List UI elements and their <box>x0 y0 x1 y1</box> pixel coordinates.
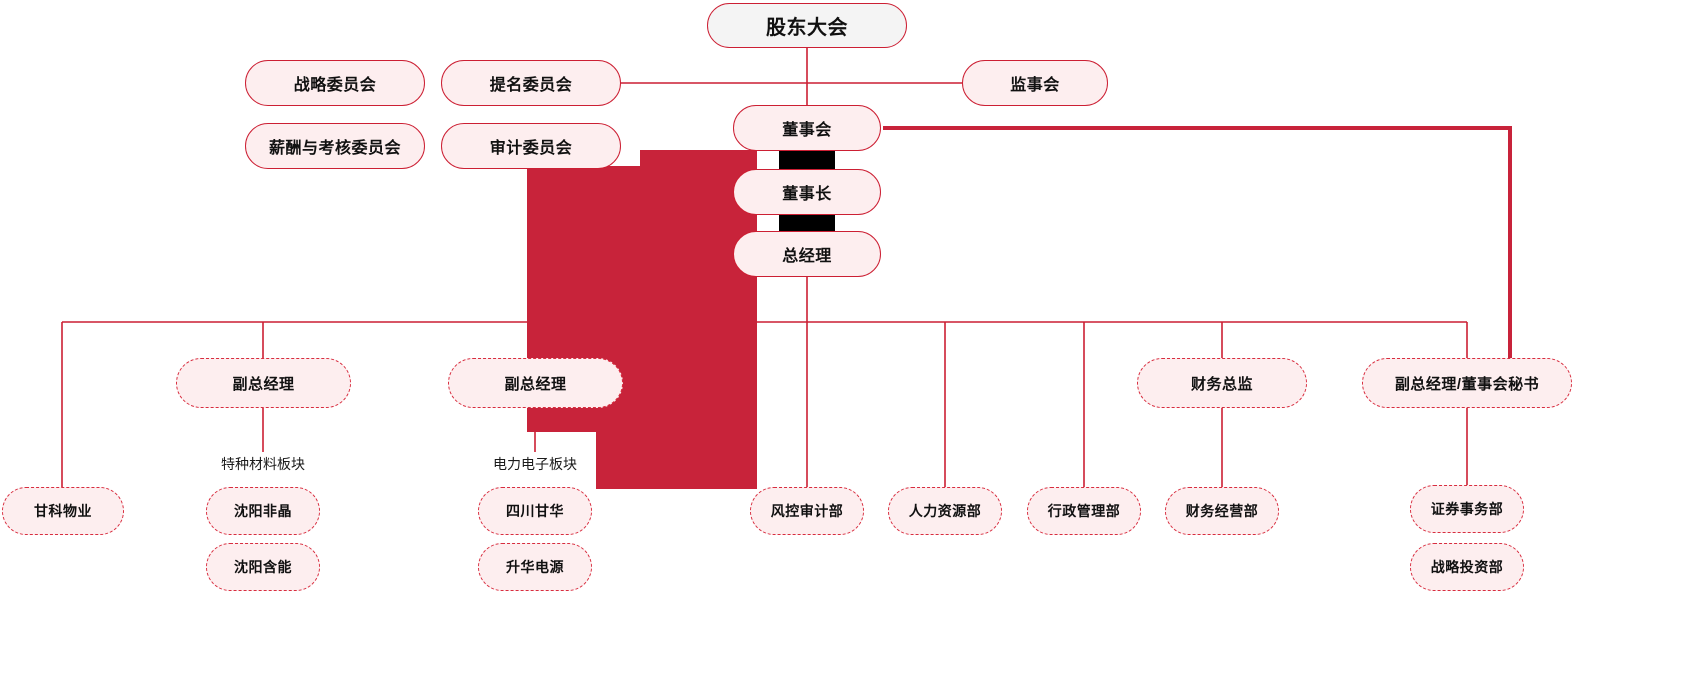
node-dept-shenyang-amorphous[interactable]: 沈阳非晶 <box>206 487 320 535</box>
node-audit-committee[interactable]: 审计委员会 <box>441 123 621 169</box>
node-shareholders-meeting[interactable]: 股东大会 <box>707 3 907 48</box>
node-label: 证券事务部 <box>1430 501 1504 517</box>
node-dept-ganke-property[interactable]: 甘科物业 <box>2 487 124 535</box>
node-nomination-committee[interactable]: 提名委员会 <box>441 60 621 106</box>
node-vice-president-board-secretary[interactable]: 副总经理/董事会秘书 <box>1362 358 1572 408</box>
node-strategy-committee[interactable]: 战略委员会 <box>245 60 425 106</box>
node-label: 财务总监 <box>1190 375 1253 393</box>
node-dept-finance-operations[interactable]: 财务经营部 <box>1165 487 1279 535</box>
node-label: 人力资源部 <box>908 503 982 519</box>
node-label: 战略委员会 <box>293 77 377 94</box>
node-vice-president-special-materials[interactable]: 副总经理 <box>176 358 351 408</box>
connector-block-board-chairman <box>779 151 835 170</box>
node-general-manager[interactable]: 总经理 <box>733 231 881 277</box>
node-board-of-directors[interactable]: 董事会 <box>733 105 881 151</box>
node-label: 沈阳非晶 <box>234 503 292 519</box>
node-label: 升华电源 <box>506 559 564 575</box>
node-label: 董事会 <box>782 122 832 139</box>
node-board-of-supervisors[interactable]: 监事会 <box>962 60 1108 106</box>
node-dept-human-resources[interactable]: 人力资源部 <box>888 487 1002 535</box>
node-label: 副总经理 <box>232 375 295 393</box>
node-label: 薪酬与考核委员会 <box>268 140 401 157</box>
node-label: 战略投资部 <box>1430 559 1504 575</box>
node-dept-securities-affairs[interactable]: 证券事务部 <box>1410 485 1524 533</box>
node-label: 沈阳含能 <box>234 559 292 575</box>
node-label: 总经理 <box>782 248 832 265</box>
connector-block-chairman-gm <box>779 213 835 232</box>
node-dept-strategic-investment[interactable]: 战略投资部 <box>1410 543 1524 591</box>
caption-special-materials-segment: 特种材料板块 <box>183 454 343 474</box>
caption-power-electronics-segment: 电力电子板块 <box>455 454 615 474</box>
node-label: 甘科物业 <box>34 503 92 519</box>
node-chairman[interactable]: 董事长 <box>733 169 881 215</box>
node-dept-sichuan-ganhua[interactable]: 四川甘华 <box>478 487 592 535</box>
node-cfo[interactable]: 财务总监 <box>1137 358 1307 408</box>
node-dept-risk-control-audit[interactable]: 风控审计部 <box>750 487 864 535</box>
node-label: 审计委员会 <box>489 140 573 157</box>
caption-text: 特种材料板块 <box>221 456 305 472</box>
node-label: 四川甘华 <box>506 503 564 519</box>
node-label: 副总经理 <box>504 375 567 393</box>
caption-text: 电力电子板块 <box>493 456 577 472</box>
node-label: 行政管理部 <box>1047 503 1121 519</box>
node-vice-president-power-electronics[interactable]: 副总经理 <box>448 358 623 408</box>
node-label: 风控审计部 <box>770 503 844 519</box>
node-dept-shenyang-energetic[interactable]: 沈阳含能 <box>206 543 320 591</box>
node-label: 股东大会 <box>766 17 848 39</box>
node-dept-shenghua-power[interactable]: 升华电源 <box>478 543 592 591</box>
node-label: 董事长 <box>782 186 832 203</box>
node-remuneration-committee[interactable]: 薪酬与考核委员会 <box>245 123 425 169</box>
node-label: 副总经理/董事会秘书 <box>1394 375 1540 393</box>
node-label: 财务经营部 <box>1185 503 1259 519</box>
node-label: 提名委员会 <box>489 77 573 94</box>
node-label: 监事会 <box>1010 77 1060 94</box>
node-dept-administration[interactable]: 行政管理部 <box>1027 487 1141 535</box>
